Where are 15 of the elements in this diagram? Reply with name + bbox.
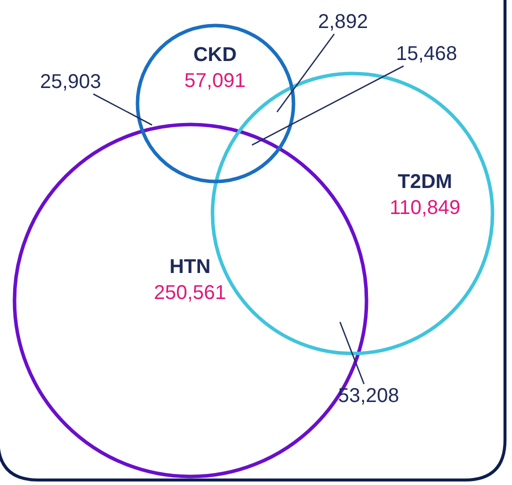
overlap-count: 15,468 (396, 44, 458, 64)
set-total: 57,091 (184, 71, 246, 91)
set-total: 250,561 (154, 283, 226, 303)
venn-circle (136, 24, 294, 182)
set-name: HTN (169, 257, 211, 277)
leader-line (276, 34, 335, 112)
leader-line (339, 322, 365, 384)
leader-line (93, 93, 152, 126)
overlap-count: 25,903 (40, 72, 102, 92)
set-name: T2DM (398, 172, 452, 192)
overlap-count: 53,208 (338, 386, 400, 406)
set-name: CKD (193, 45, 237, 65)
set-total: 110,849 (390, 198, 460, 218)
leader-line (252, 65, 404, 146)
overlap-count: 2,892 (318, 12, 368, 32)
